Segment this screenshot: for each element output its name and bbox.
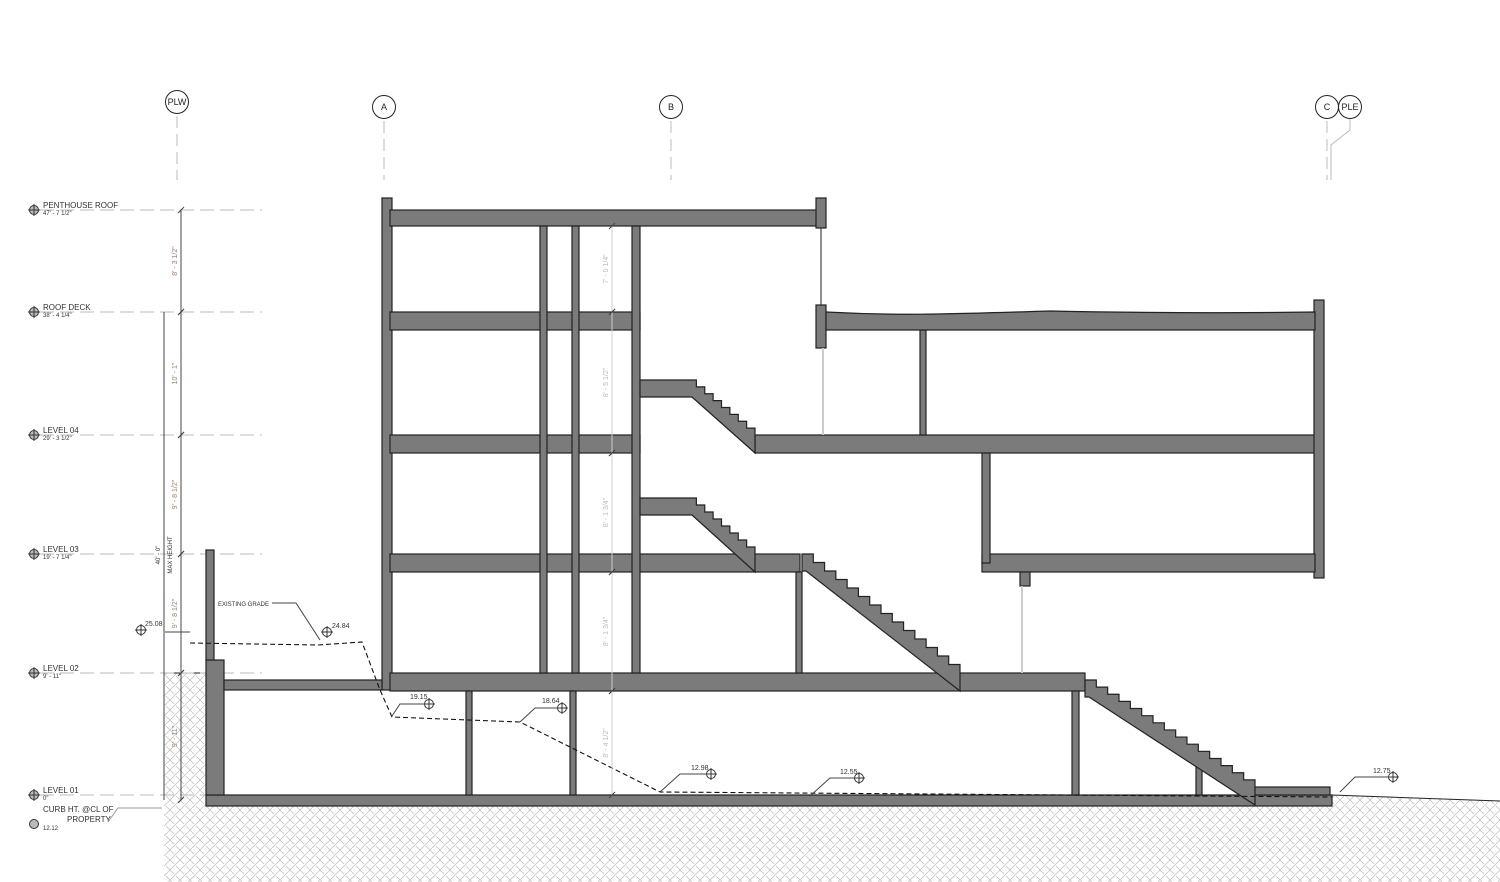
structural-member	[389, 672, 1086, 692]
level-name: PENTHOUSE ROOF	[43, 201, 118, 210]
dimension-text: 7' - 0 1/4"	[603, 254, 610, 284]
dimension-text: 8' - 1 3/4"	[603, 497, 610, 527]
dimension-tick	[177, 796, 185, 804]
spot-elevation-text: 12.55	[840, 769, 858, 776]
structural-member	[815, 304, 827, 349]
spot-elevation-text: 25.08	[145, 621, 163, 628]
grid-label: C	[1324, 102, 1331, 112]
structural-member	[205, 549, 215, 661]
dimension-text: 8' - 3 1/2"	[172, 246, 179, 276]
level-elevation: 47' - 7 1/2"	[43, 211, 72, 217]
structure	[205, 197, 1333, 807]
spot-leader	[1339, 776, 1391, 793]
grid-bubble	[659, 95, 683, 119]
level-name: LEVEL 01	[43, 786, 79, 795]
structural-member	[815, 197, 827, 229]
dimension-tick	[177, 431, 185, 439]
curb-leader	[107, 807, 162, 823]
structural-member	[1313, 299, 1325, 579]
dimension-tick	[608, 687, 616, 695]
dimension-text: 9' - 8 1/2"	[172, 479, 179, 509]
dimension-tick	[177, 206, 185, 214]
spot-leader	[809, 777, 857, 797]
level-elevation: 9' - 11"	[43, 674, 61, 680]
dimension-text: 9' - 8 1/2"	[172, 598, 179, 628]
spot-leader	[659, 773, 709, 793]
grid-bubble	[165, 90, 189, 114]
existing-grade-line	[189, 641, 1333, 798]
structural-member	[569, 690, 577, 796]
stair-flight	[1084, 679, 1256, 807]
structural-member	[539, 225, 548, 674]
level-elevation: 38' - 4 1/4"	[43, 313, 72, 319]
dimension-tick	[608, 791, 616, 799]
dimension-tick	[177, 669, 185, 677]
dimension-text: 8' - 1 3/4"	[603, 616, 610, 646]
structural-member	[389, 311, 641, 331]
spot-leader	[519, 707, 560, 723]
level-name: LEVEL 02	[43, 664, 79, 673]
existing-grade-leader	[272, 602, 321, 641]
structural-member	[389, 434, 641, 454]
dimension-tick	[608, 449, 616, 457]
structural-member	[205, 794, 1333, 807]
structural-member	[795, 571, 803, 674]
dimension-tick	[608, 308, 616, 316]
level-elevation: 0"	[43, 796, 48, 802]
dimension-tick	[608, 222, 616, 230]
structural-member	[1019, 571, 1031, 587]
spot-elevation-text: 12.75	[1373, 768, 1391, 775]
level-name: LEVEL 04	[43, 426, 79, 435]
curb-elevation: 12.12	[43, 826, 59, 832]
structural-member	[631, 225, 641, 674]
dimension-tick	[608, 568, 616, 576]
existing-grade-label: EXISTING GRADE	[218, 602, 269, 608]
grid-bubble	[372, 95, 396, 119]
structural-member	[919, 329, 927, 436]
dimension-text: 9' - 11"	[172, 725, 179, 747]
structural-member	[465, 690, 473, 796]
grid-label: A	[381, 102, 387, 112]
level-name: ROOF DECK	[43, 303, 91, 312]
grid-label: PLE	[1341, 102, 1358, 112]
structural-member	[223, 679, 383, 691]
roof-slab	[825, 310, 1316, 331]
spot-leader	[391, 703, 428, 717]
structural-member	[571, 225, 580, 674]
spot-elevation-text: 19.15	[410, 694, 428, 701]
spot-elevation-text: 18.64	[542, 698, 560, 705]
structural-member	[389, 553, 801, 573]
dimension-text: 8' - 4 1/2"	[603, 728, 610, 758]
dimension-tick	[177, 308, 185, 316]
stair-flight	[801, 553, 961, 693]
curb-label: PROPERTY	[67, 815, 112, 824]
structural-member	[981, 452, 991, 564]
max-height-note: MAX HEIGHT	[168, 536, 174, 574]
level-elevation: 29' - 3 1/2"	[43, 436, 72, 442]
structural-member	[981, 553, 1316, 573]
structural-member	[205, 659, 225, 796]
stair-flight	[639, 497, 756, 574]
dimension-tick	[177, 550, 185, 558]
dimension-text: 8' - 5 1/2"	[603, 367, 610, 397]
grid-label: B	[668, 102, 674, 112]
spot-elevation-text: 24.84	[332, 623, 350, 630]
grid-bubble	[1338, 95, 1362, 119]
stair-flight	[639, 379, 756, 455]
curb-marker-icon	[29, 819, 39, 829]
dimension-text: 10' - 1"	[172, 362, 179, 384]
structural-member	[754, 434, 1316, 454]
structural-member	[1071, 690, 1080, 796]
structural-member	[389, 209, 821, 227]
level-elevation: 19' - 7 1/4"	[43, 555, 72, 561]
grid-leader	[1330, 119, 1351, 180]
grid-label: PLW	[168, 97, 187, 107]
curb-label: CURB HT. @CL OF	[43, 805, 114, 814]
spot-elevation-text: 12.98	[691, 765, 709, 772]
level-name: LEVEL 03	[43, 545, 79, 554]
overall-dimension-text: 40' - 0"	[156, 546, 162, 565]
